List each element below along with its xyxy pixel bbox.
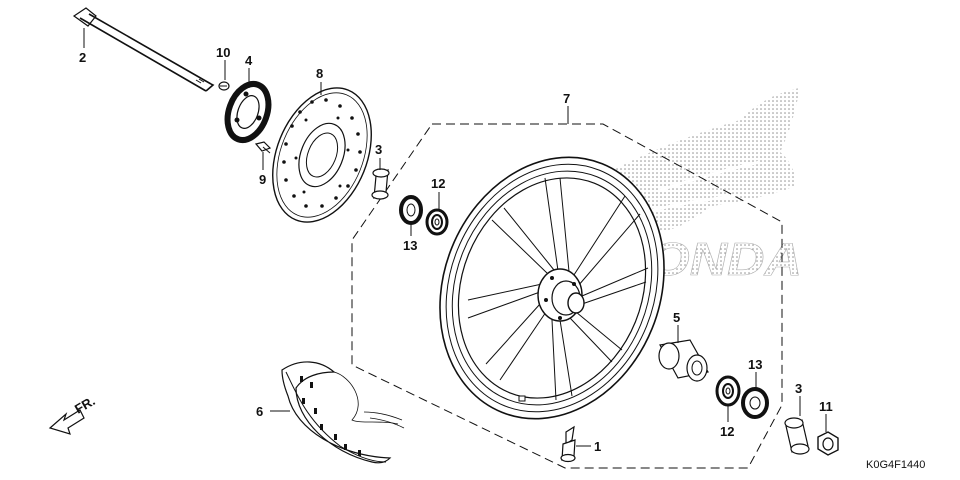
pulser-ring	[224, 80, 272, 144]
valve-stem	[560, 425, 576, 463]
callout-11: 11	[819, 399, 833, 414]
callout-12-left: 12	[431, 176, 445, 191]
callout-13-right: 13	[748, 357, 762, 372]
callout-9: 9	[259, 172, 266, 187]
bearing-left	[425, 208, 449, 236]
pulser-ring-bolt	[254, 141, 272, 154]
dust-seal-right	[741, 387, 769, 419]
small-screw	[218, 81, 230, 91]
callout-7: 6	[256, 404, 263, 419]
callout-2: 2	[79, 50, 86, 65]
side-collar-left	[371, 168, 390, 200]
callout-12-right: 12	[720, 424, 734, 439]
side-collar-right	[784, 417, 810, 455]
callout-10: 10	[216, 45, 230, 60]
front-tire	[281, 361, 405, 464]
axle-shaft	[72, 7, 215, 92]
wing-watermark-icon	[610, 88, 800, 246]
leader-lines	[83, 28, 827, 447]
front-direction-indicator: FR.	[48, 393, 98, 435]
dust-seal-left	[399, 195, 423, 225]
brake-disc	[272, 87, 372, 223]
axle-nut	[817, 431, 839, 456]
distance-collar	[658, 339, 709, 382]
callout-labels: 2 10 4 9 8 3 12 13 7 5 13 12 3 11 1 6	[79, 45, 833, 454]
front-direction-arrow-icon	[48, 409, 85, 435]
front-wheel-assembly	[439, 156, 665, 420]
callout-1: 1	[594, 439, 601, 454]
diagram-code: K0G4F1440	[866, 459, 925, 471]
bearing-right	[715, 375, 741, 407]
callout-5: 5	[673, 310, 680, 325]
callout-3-left: 3	[375, 142, 382, 157]
callout-13-left: 13	[403, 238, 417, 253]
wheel-assembly-boundary	[351, 123, 783, 469]
callout-4: 4	[245, 53, 253, 68]
callout-8: 8	[316, 66, 323, 81]
callout-3-right: 3	[795, 381, 802, 396]
callout-6: 7	[563, 91, 570, 106]
